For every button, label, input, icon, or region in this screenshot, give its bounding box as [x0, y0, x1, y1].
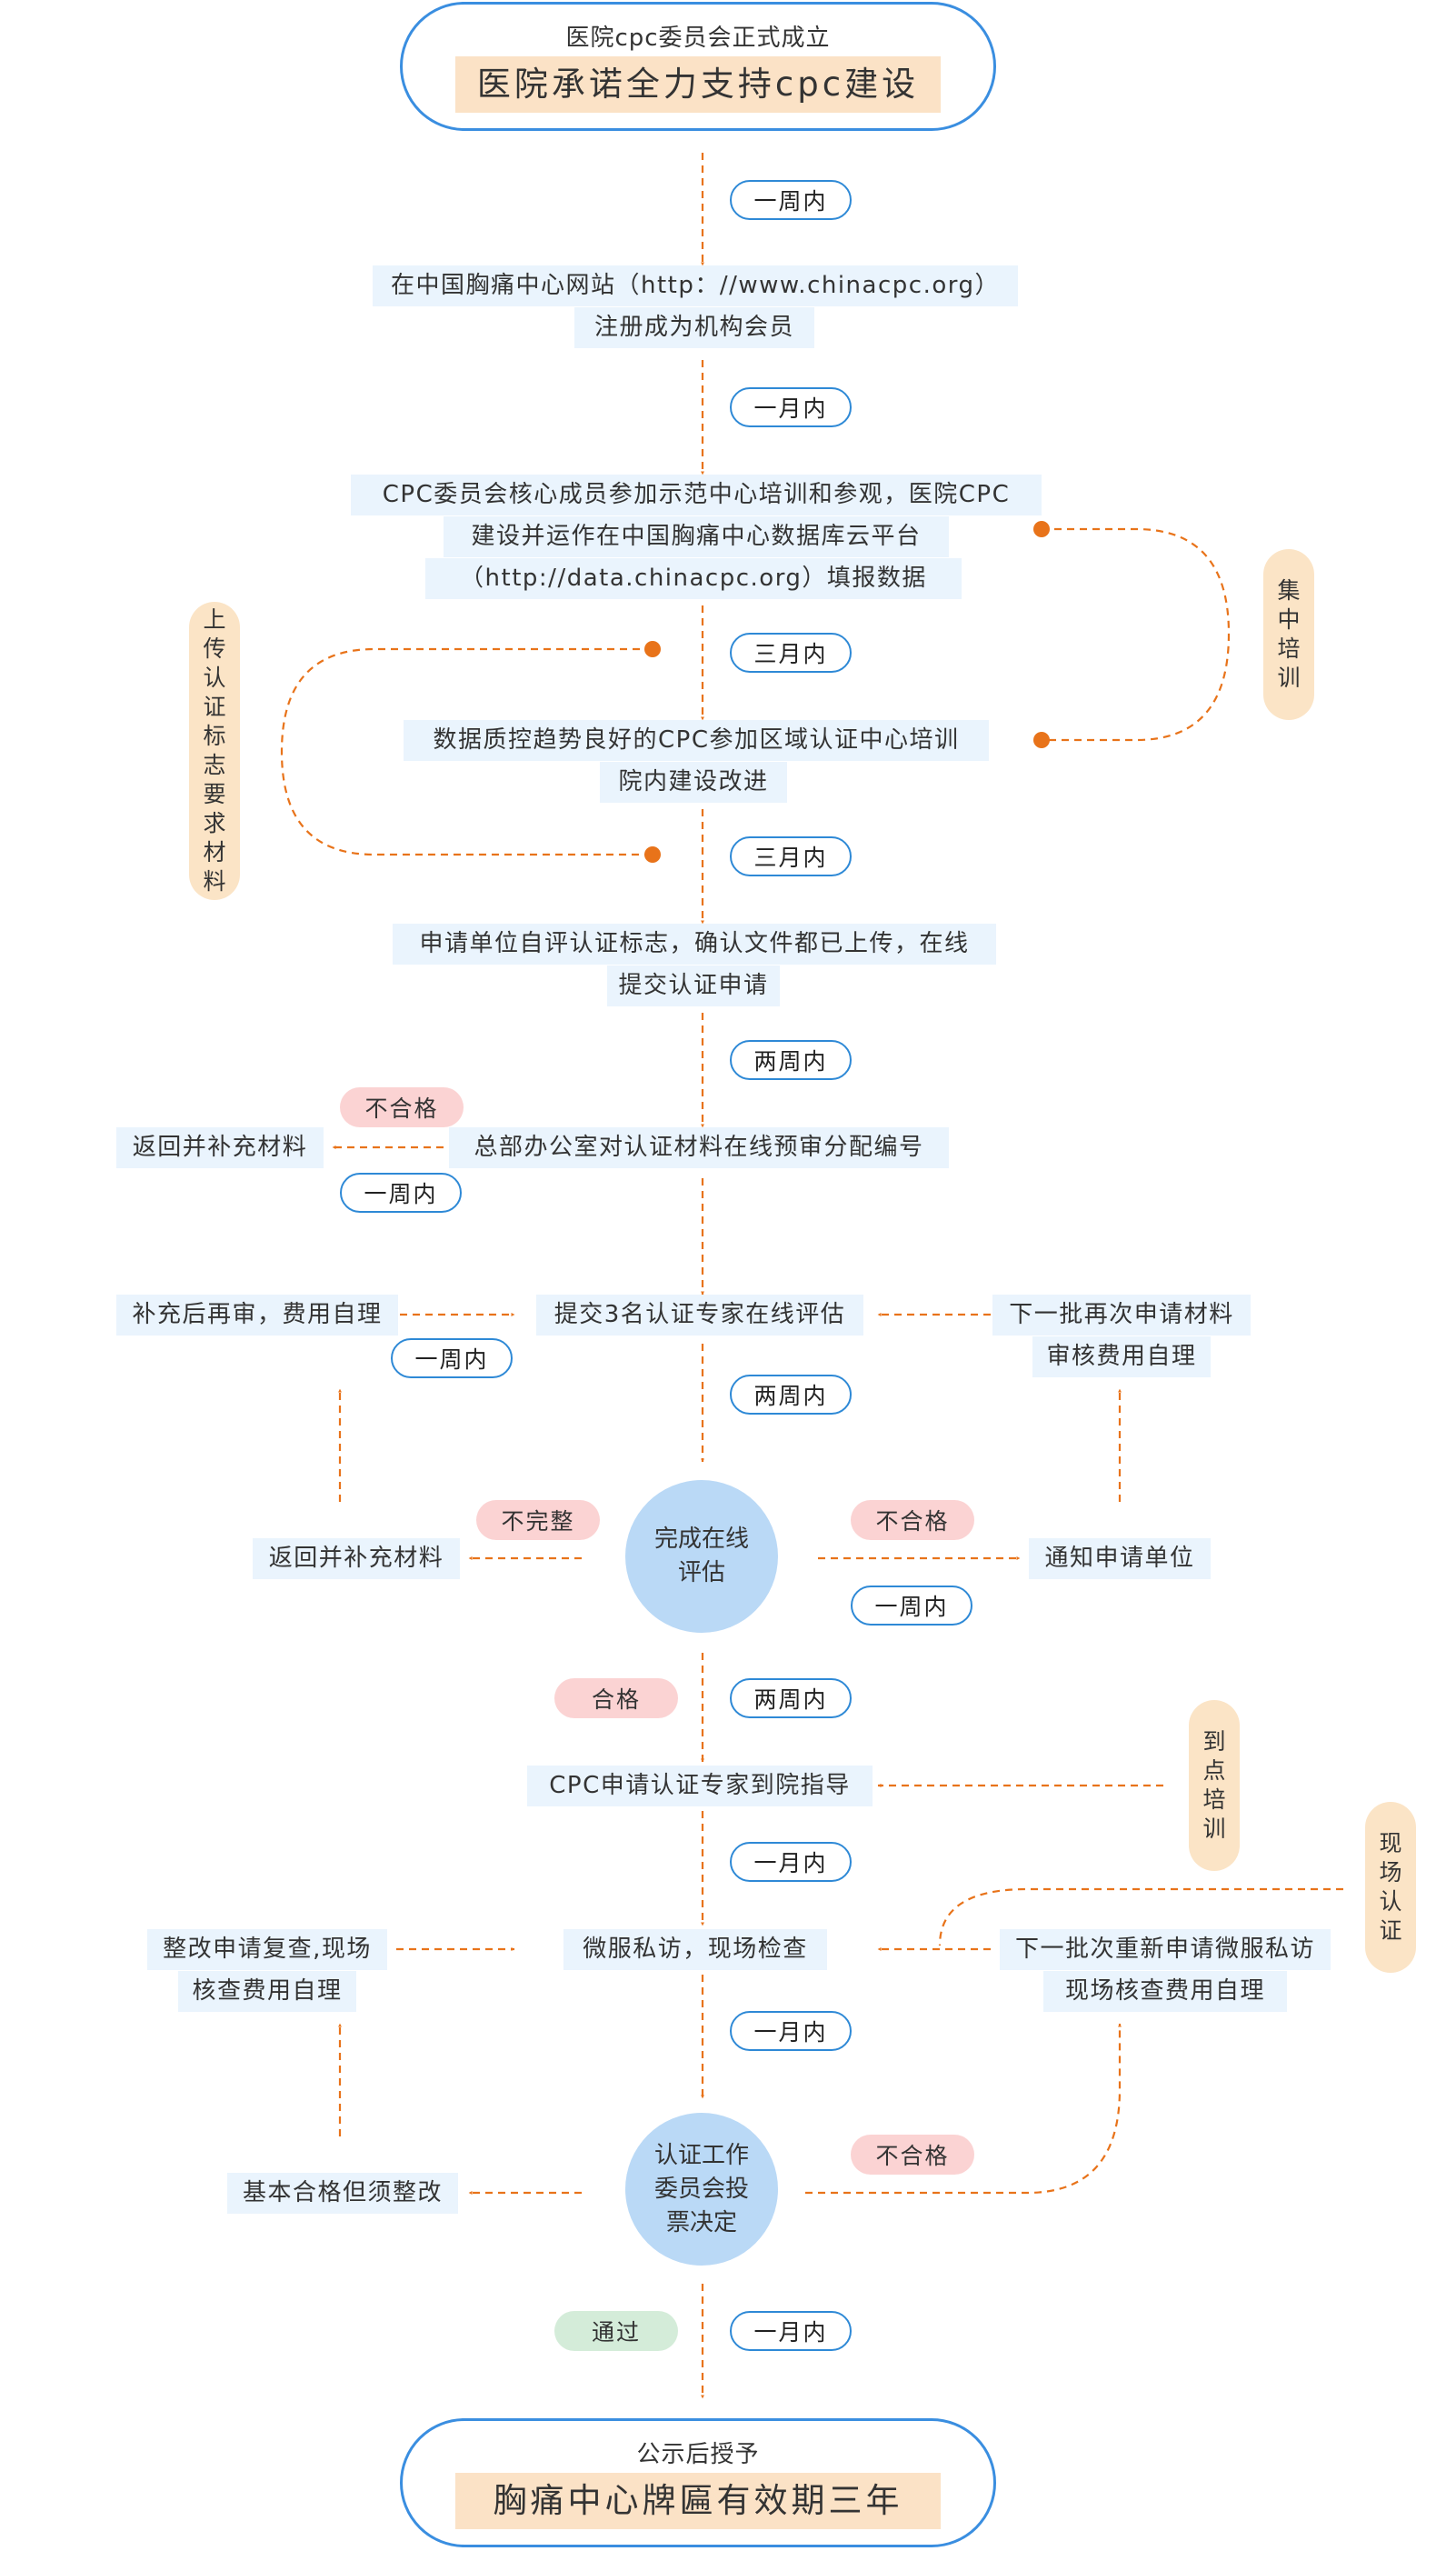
vertical-tag-char: 标 [203, 723, 226, 749]
time-pill: 一周内 [730, 180, 852, 220]
time-pill: 两周内 [730, 1040, 852, 1080]
node-experts: 提交3名认证专家在线评估 [536, 1295, 863, 1336]
badge-fail-2: 不合格 [851, 1500, 974, 1540]
vertical-tag-char: 上 [203, 606, 226, 633]
bottom-capsule: 公示后授予 胸痛中心牌匾有效期三年 [400, 2418, 996, 2547]
vertical-tag-char: 材 [203, 839, 226, 865]
circle-committee-vote-line-1: 认证工作 [653, 2141, 749, 2169]
top-capsule-subtitle: 医院cpc委员会正式成立 [565, 25, 831, 52]
vertical-tag-char: 传 [203, 635, 226, 662]
loop-dot [1033, 521, 1050, 537]
circle-committee-vote-line-2: 委员会投 [653, 2175, 749, 2203]
circle-committee-vote: 认证工作 委员会投 票决定 [625, 2113, 778, 2266]
vertical-tag-char: 到 [1202, 1728, 1226, 1755]
time-pill: 三月内 [730, 836, 852, 876]
node-next-batch-2-line-2: 现场核查费用自理 [1043, 1971, 1287, 2012]
time-pill: 一周内 [391, 1338, 513, 1378]
vertical-tag-char: 证 [1379, 1917, 1402, 1944]
tag-onsite-training: 到点培训 [1189, 1700, 1240, 1871]
vertical-tag-char: 中 [1277, 606, 1301, 633]
node-next-batch-1-line-2: 审核费用自理 [1032, 1336, 1211, 1377]
badge-fail-3: 不合格 [851, 2135, 974, 2175]
top-capsule: 医院cpc委员会正式成立 医院承诺全力支持cpc建设 [400, 2, 996, 131]
circle-committee-vote-line-3: 票决定 [665, 2208, 737, 2236]
time-pill: 三月内 [730, 633, 852, 673]
node-register-line-2: 注册成为机构会员 [574, 307, 814, 348]
time-pill: 一月内 [730, 2311, 852, 2351]
node-regional-line-2: 院内建设改进 [600, 762, 787, 803]
time-pill: 一月内 [730, 387, 852, 427]
time-pill: 一月内 [730, 2011, 852, 2051]
time-pill: 一周内 [851, 1586, 972, 1626]
node-supplement-review: 补充后再审，费用自理 [116, 1295, 398, 1336]
node-basic-pass: 基本合格但须整改 [227, 2173, 458, 2214]
loop-centralized-training [1042, 527, 1231, 742]
vertical-tag-char: 集 [1277, 577, 1301, 604]
vertical-tag-char: 志 [203, 752, 226, 778]
vertical-tag-char: 证 [203, 694, 226, 720]
vertical-tag-char: 培 [1277, 635, 1301, 662]
node-next-batch-1-line-1: 下一批再次申请材料 [992, 1295, 1251, 1336]
badge-fail-1: 不合格 [340, 1087, 464, 1127]
node-guide: CPC申请认证专家到院指导 [527, 1766, 873, 1806]
vertical-tag-char: 要 [203, 781, 226, 807]
badge-pass: 合格 [554, 1678, 678, 1718]
loop-dot [644, 641, 661, 657]
node-training-line-2: 建设并运作在中国胸痛中心数据库云平台 [444, 516, 949, 557]
vertical-tag-char: 求 [203, 810, 226, 836]
badge-incomplete: 不完整 [476, 1500, 600, 1540]
node-notify: 通知申请单位 [1029, 1538, 1211, 1579]
arrow-vote-to-nextbatch2 [805, 2023, 1122, 2195]
node-training-line-1: CPC委员会核心成员参加示范中心培训和参观，医院CPC [351, 475, 1042, 515]
node-rectify-review-line-2: 核查费用自理 [178, 1971, 356, 2012]
vertical-tag-char: 认 [1379, 1888, 1402, 1915]
tag-centralized-training: 集中培训 [1263, 549, 1314, 720]
bottom-capsule-title: 胸痛中心牌匾有效期三年 [455, 2473, 941, 2529]
node-training-line-3: （http://data.chinacpc.org）填报数据 [425, 558, 962, 599]
circle-online-eval-line-2: 评估 [677, 1559, 725, 1586]
loop-dot [1033, 732, 1050, 748]
node-apply-line-2: 提交认证申请 [607, 965, 780, 1006]
vertical-tag-char: 认 [203, 665, 226, 691]
vertical-tag-char: 现 [1379, 1830, 1402, 1856]
node-regional-line-1: 数据质控趋势良好的CPC参加区域认证中心培训 [404, 720, 989, 761]
badge-approved: 通过 [554, 2311, 678, 2351]
time-pill: 两周内 [730, 1375, 852, 1415]
node-apply-line-1: 申请单位自评认证标志，确认文件都已上传，在线 [393, 924, 996, 965]
bottom-capsule-subtitle: 公示后授予 [636, 2441, 760, 2468]
loop-onsite-certification [938, 1887, 1343, 1946]
time-pill: 一月内 [730, 1842, 852, 1882]
node-next-batch-2-line-1: 下一批次重新申请微服私访 [1000, 1929, 1331, 1970]
time-pill: 两周内 [730, 1678, 852, 1718]
vertical-tag-char: 培 [1202, 1786, 1226, 1813]
loop-dot [644, 846, 661, 863]
loop-upload-materials [280, 647, 653, 856]
vertical-tag-char: 场 [1379, 1859, 1402, 1886]
circle-online-eval-line-1: 完成在线 [653, 1526, 749, 1553]
node-return-left-1: 返回并补充材料 [116, 1127, 324, 1168]
tag-upload-materials: 上传认证标志要求材料 [189, 602, 240, 900]
node-register-line-1: 在中国胸痛中心网站（http：//www.chinacpc.org） [373, 265, 1018, 306]
circle-online-eval: 完成在线 评估 [625, 1480, 778, 1633]
vertical-tag-char: 训 [1277, 665, 1301, 691]
vertical-tag-char: 点 [1202, 1757, 1226, 1784]
vertical-tag-char: 训 [1202, 1816, 1226, 1842]
node-rectify-review-line-1: 整改申请复查,现场 [147, 1929, 387, 1970]
tag-onsite-certification: 现场认证 [1365, 1802, 1416, 1973]
vertical-tag-char: 料 [203, 868, 226, 895]
node-pre-review: 总部办公室对认证材料在线预审分配编号 [449, 1127, 949, 1168]
time-pill: 一周内 [340, 1173, 462, 1213]
node-return-left-2: 返回并补充材料 [253, 1538, 460, 1579]
node-inspection: 微服私访，现场检查 [563, 1929, 827, 1970]
top-capsule-title: 医院承诺全力支持cpc建设 [455, 56, 941, 113]
